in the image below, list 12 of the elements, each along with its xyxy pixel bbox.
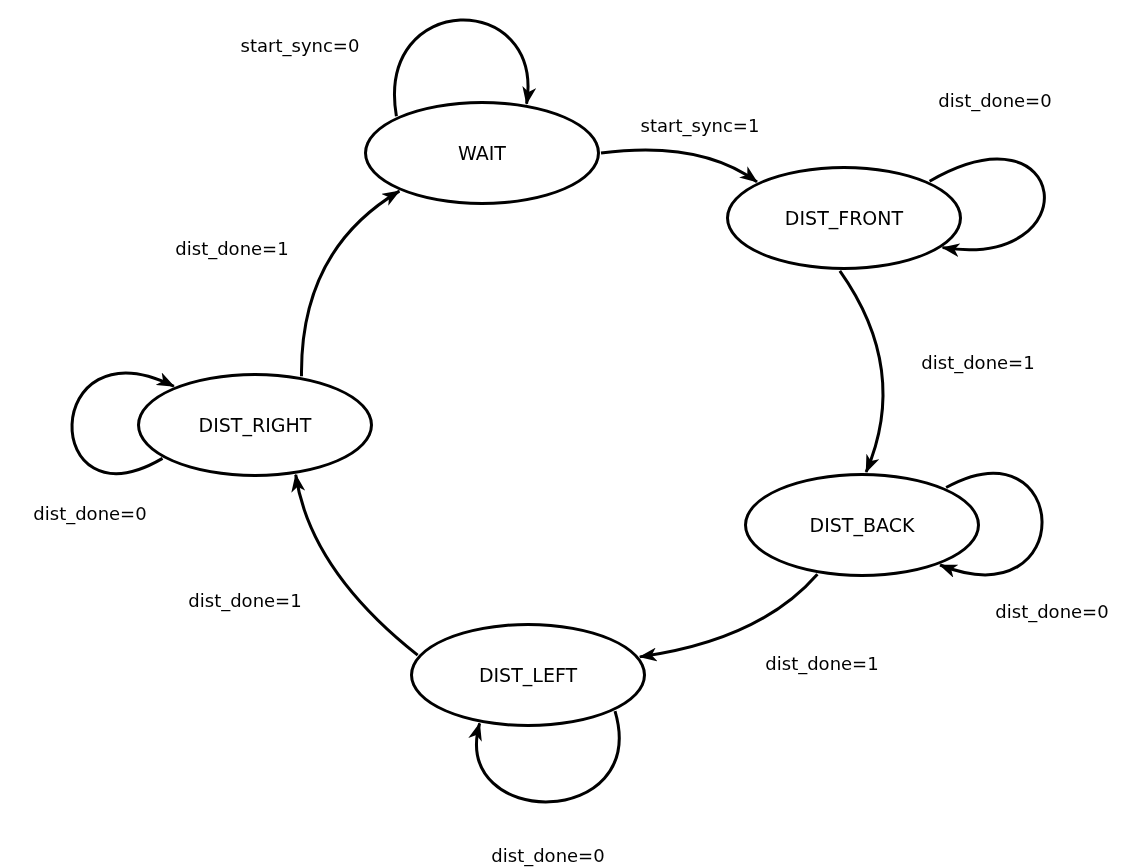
state-name: DIST_LEFT	[478, 664, 578, 686]
state-name: WAIT	[458, 142, 506, 164]
state-name: DIST_RIGHT	[198, 414, 312, 436]
self-loop-arrow	[939, 472, 1044, 577]
self-loop-arrow	[393, 18, 535, 117]
self-loop-arrow	[928, 158, 1046, 256]
self-loop-arrow	[70, 372, 175, 475]
transition-arrow	[600, 148, 758, 184]
self-loop-arrow	[470, 710, 621, 804]
transition-arrow	[838, 270, 885, 473]
state-name: DIST_FRONT	[784, 207, 904, 229]
state-name: DIST_BACK	[809, 514, 915, 536]
